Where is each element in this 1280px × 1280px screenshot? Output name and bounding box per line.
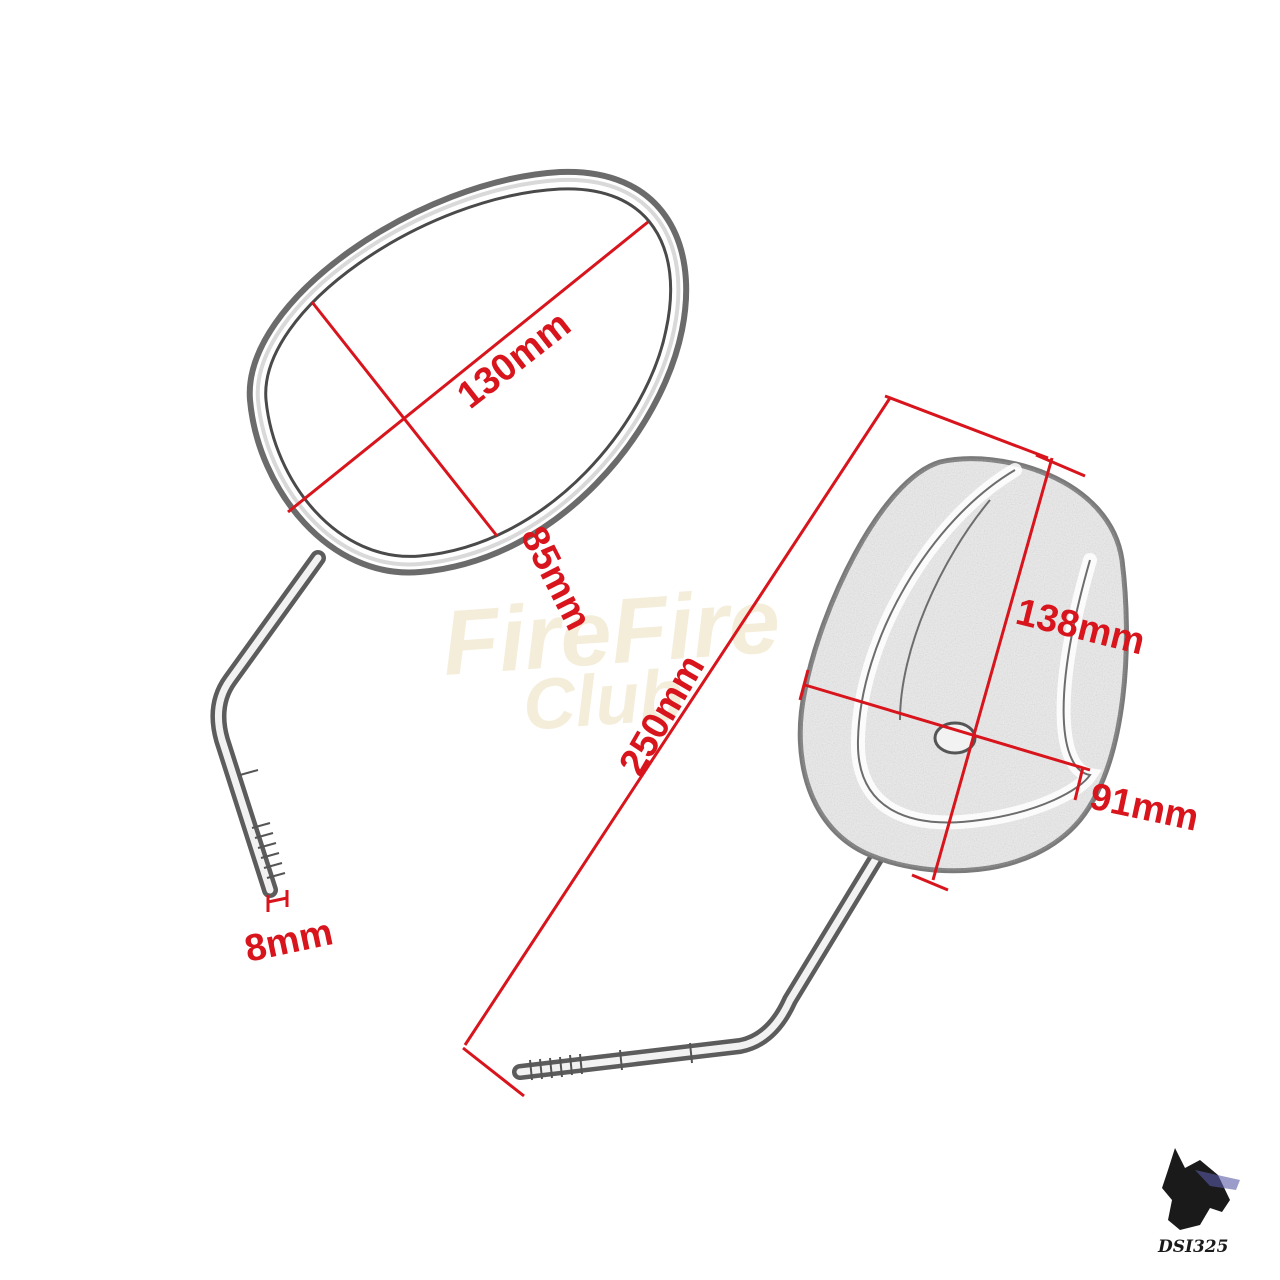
watermark: FireFire Club [439,570,783,746]
brand-logo: DSI325 [1157,1148,1240,1257]
mount-boss [933,721,977,755]
watermark-line2: Club [521,655,686,746]
dim-line-85 [310,301,499,537]
right-thread [529,1042,693,1081]
watermark-line1: FireFire [439,570,783,695]
dim-ext-250-bottom [462,1046,525,1098]
right-dimensions [462,394,1091,1098]
right-mirror [512,456,1129,1081]
dim-line-250 [463,397,892,1046]
left-mirror-stem [210,550,326,898]
dim-ext-138-bottom [911,873,949,892]
dim-line-130 [287,220,649,514]
left-dimensions [266,220,649,912]
dim-line-8 [267,896,288,904]
left-thread [239,769,286,879]
horse-head-icon [1162,1148,1230,1230]
label-8mm: 8mm [241,911,337,971]
dim-ext-250-top [884,394,1049,460]
dim-ext-91-right [1073,766,1085,801]
left-mirror [210,168,690,898]
dim-ext-91-left [798,669,810,701]
dim-line-138 [931,457,1054,881]
label-91mm: 91mm [1086,776,1202,840]
logo-text: DSI325 [1157,1237,1228,1257]
dim-line-91 [804,683,1091,772]
dim-ext-138-top [1035,453,1086,478]
